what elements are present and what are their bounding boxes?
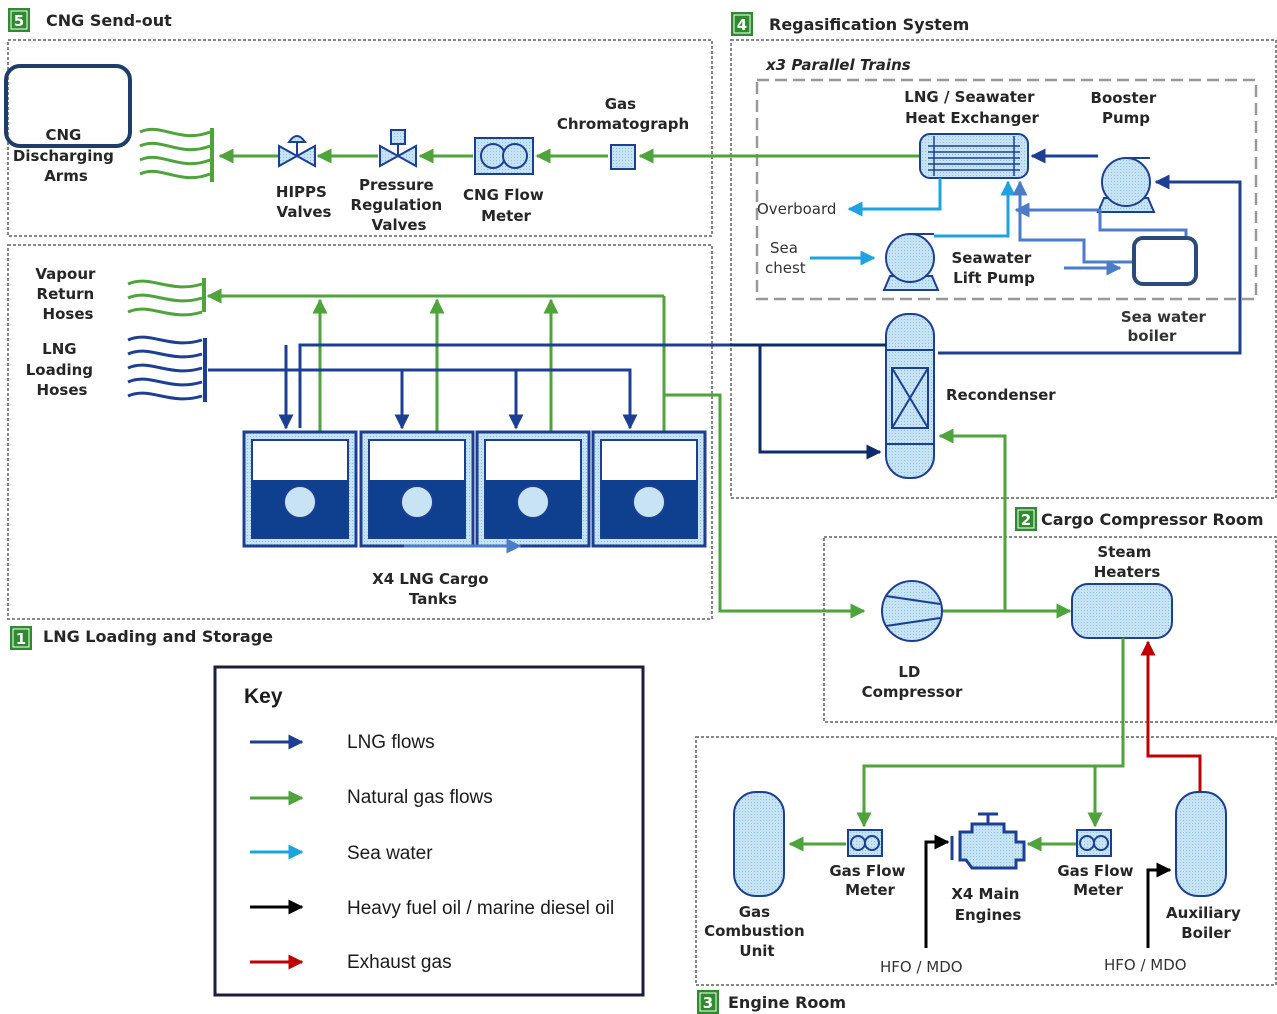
cargo-tank-4 (591, 430, 707, 548)
svg-text:Sea water: Sea water (347, 843, 433, 864)
sea-water-lines (810, 178, 1016, 266)
booster-pump-icon (1096, 157, 1156, 213)
steam-heaters-icon (1071, 583, 1173, 639)
heat-exchanger-icon (919, 133, 1029, 179)
cng-flow-meter-label: CNG Flow Meter (463, 186, 549, 225)
section-1-number: 1 (16, 630, 26, 648)
section-1-title: LNG Loading and Storage (43, 627, 273, 646)
cng-flow-meter-icon (474, 137, 534, 175)
section-3-box (695, 736, 1277, 986)
section-4-title: Regasification System (769, 15, 969, 34)
cng-discharging-arms (4, 64, 214, 182)
heat-exchanger-label: LNG / Seawater Heat Exchanger (904, 88, 1039, 127)
recondenser-icon (885, 313, 935, 479)
section-3-title: Engine Room (728, 993, 846, 1012)
key-item-sea-water: Sea water (250, 843, 433, 864)
section-1-header: 1 LNG Loading and Storage (10, 626, 273, 650)
vapour-return-label: Vapour Return Hoses (35, 265, 100, 323)
sea-water-boiler-icon (1132, 236, 1198, 286)
section-5-title: CNG Send-out (46, 11, 172, 30)
parallel-trains-label: x3 Parallel Trains (765, 56, 911, 74)
exhaust-line (1140, 640, 1202, 792)
section-3-number: 3 (703, 994, 713, 1012)
cargo-tank-3 (475, 430, 591, 548)
section-3-header: 3 Engine Room (697, 990, 846, 1014)
sea-water-boiler-loop (1012, 180, 1188, 276)
steam-heaters-label: Steam Heaters (1094, 543, 1161, 581)
lng-cargo-tanks (242, 430, 707, 554)
hfo-mdo-label-1: HFO / MDO (880, 958, 963, 976)
key-legend: Key LNG flows Natural gas flows Sea wate… (213, 665, 645, 997)
sea-chest-label: Sea chest (765, 239, 806, 277)
svg-text:Natural gas flows: Natural gas flows (347, 787, 493, 808)
ld-compressor-label: LD Compressor (862, 663, 963, 701)
seawater-lift-pump-label: Seawater Lift Pump (951, 249, 1036, 287)
key-item-lng: LNG flows (250, 732, 435, 753)
seawater-lift-pump-icon (882, 233, 940, 291)
hfo-mdo-label-2: HFO / MDO (1104, 956, 1187, 974)
gas-flow-meter-1-label: Gas Flow Meter (829, 862, 910, 899)
vapour-header-lines (206, 288, 866, 619)
hipps-label: HIPPS Valves (276, 183, 332, 221)
gas-chromatograph-icon (610, 144, 636, 170)
gas-flow-meter-1-icon (847, 829, 883, 857)
compressor-room-lines (938, 428, 1072, 619)
lng-loading-lines (208, 343, 730, 430)
auxiliary-boiler-label: Auxiliary Boiler (1166, 904, 1246, 942)
auxiliary-boiler-icon (1175, 791, 1227, 897)
section-2-number: 2 (1021, 511, 1031, 529)
vapour-return-hoses-icon (127, 278, 206, 317)
section-4-header: 4 Regasification System (731, 12, 969, 36)
engine-room-gas-lines (788, 638, 1125, 852)
hipps-valve-icon (278, 135, 316, 168)
svg-text:Heavy fuel oil / marine diesel: Heavy fuel oil / marine diesel oil (347, 898, 614, 919)
ld-compressor-icon (881, 580, 943, 642)
section-4-number: 4 (737, 16, 747, 34)
gas-flow-meter-2-icon (1076, 829, 1112, 857)
svg-text:Exhaust gas: Exhaust gas (347, 952, 452, 973)
cargo-tank-1 (242, 430, 358, 548)
overboard-label: Overboard (757, 200, 836, 218)
section-2-header: 2 Cargo Compressor Room (1015, 507, 1264, 531)
section-5-header: 5 CNG Send-out (8, 8, 172, 32)
section-5-number: 5 (14, 12, 24, 30)
recondenser-label: Recondenser (946, 386, 1056, 404)
pressure-regulation-valve-icon (379, 129, 417, 168)
booster-pump-label: Booster Pump (1091, 89, 1162, 127)
gcu-label: Gas Combustion Unit (704, 903, 810, 960)
pressure-regulation-label: Pressure Regulation Valves (351, 176, 448, 234)
fuel-oil-lines (924, 834, 1172, 948)
section-2-box (823, 536, 1277, 723)
cng-arms-label: CNG Discharging Arms (13, 126, 119, 185)
tank-to-recondenser-line (730, 343, 886, 460)
sea-water-boiler-label: Sea water boiler (1121, 308, 1211, 345)
engine-icon (950, 812, 1026, 870)
gas-flow-meter-2-label: Gas Flow Meter (1057, 862, 1138, 899)
lng-loading-label: LNG Loading Hoses (26, 340, 99, 399)
regas-lng-lines (938, 148, 1242, 355)
key-item-natural-gas: Natural gas flows (250, 787, 493, 808)
gas-chromatograph-label: Gas Chromatograph (557, 95, 689, 133)
cargo-tank-2 (359, 430, 475, 548)
cng-arms-outline (4, 64, 132, 148)
svg-text:LNG flows: LNG flows (347, 732, 435, 753)
section-1-box (7, 244, 713, 620)
cargo-tanks-label: X4 LNG Cargo Tanks (372, 570, 494, 608)
section-2-title: Cargo Compressor Room (1041, 510, 1264, 529)
key-item-fuel-oil: Heavy fuel oil / marine diesel oil (250, 898, 614, 919)
gas-combustion-unit-icon (733, 791, 785, 897)
key-title: Key (244, 685, 283, 708)
key-item-exhaust: Exhaust gas (250, 952, 452, 973)
lng-loading-hoses-icon (127, 335, 207, 402)
main-engines-label: X4 Main Engines (951, 885, 1024, 924)
